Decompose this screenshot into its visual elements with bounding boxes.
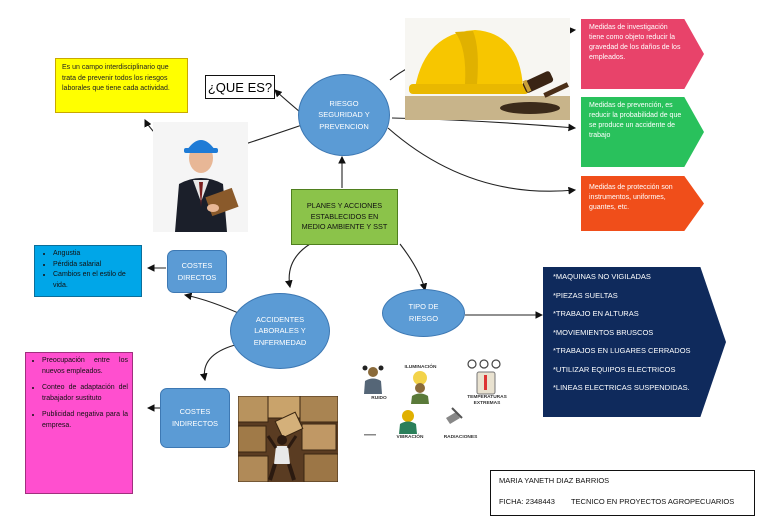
indirect-costs-node: COSTES INDIRECTOS	[160, 388, 230, 448]
risk-type-list: *MAQUINAS NO VIGILADAS *PIEZAS SUELTAS *…	[543, 267, 726, 417]
risk-item: *UTILIZAR EQUIPOS ELECTRICOS	[553, 364, 676, 374]
direct-cost-item: Pérdida salarial	[53, 260, 137, 271]
accidents-label: ACCIDENTES LABORALES Y ENFERMEDAD	[253, 314, 307, 347]
risk-item: *MAQUINAS NO VIGILADAS	[553, 272, 651, 281]
risk-item: *TRABAJO EN ALTURAS	[553, 309, 639, 318]
indirect-costs-list: Preocupación entre los nuevos empleados.…	[25, 352, 133, 494]
author-ficha: FICHA: 2348443	[499, 497, 555, 506]
indirect-cost-item: Conteo de adaptación del trabajador sust…	[42, 383, 128, 404]
risk-icon-temperaturas-label: TEMPERATURAS EXTREMAS	[467, 395, 507, 406]
direct-costs-node: COSTES DIRECTOS	[167, 250, 227, 293]
risk-item: *PIEZAS SUELTAS	[553, 290, 618, 300]
center-label: RIESGO SEGURIDAD Y PREVENCION	[318, 98, 370, 131]
author-program: TECNICO EN PROYECTOS AGROPECUARIOS	[570, 497, 735, 506]
indirect-costs-label: COSTES INDIRECTOS	[171, 407, 219, 428]
measure-protection-text: Medidas de protección son instrumentos, …	[589, 184, 673, 212]
measure-investigation-text: Medidas de investigación tiene como obje…	[589, 24, 681, 62]
accidents-node: ACCIDENTES LABORALES Y ENFERMEDAD	[230, 293, 330, 369]
definition-box: Es un campo interdisciplinario que trata…	[55, 58, 188, 113]
businessman-image	[153, 122, 248, 232]
plans-box: PLANES Y ACCIONES ESTABLECIDOS EN MEDIO …	[291, 189, 398, 245]
risk-icon-vibracion-label: VIBRACIÓN	[396, 435, 424, 440]
measure-prevention: Medidas de prevención, es reducir la pro…	[581, 97, 704, 167]
risk-item: *LINEAS ELECTRICAS SUSPENDIDAS.	[553, 383, 690, 392]
helmet-gavel-image	[405, 18, 570, 120]
indirect-cost-item: Preocupación entre los nuevos empleados.	[42, 356, 128, 377]
risk-icon-iluminacion-label: ILUMINACIÓN	[404, 365, 437, 370]
risk-icon-ruido-label: RUIDO	[371, 396, 387, 401]
risk-item: *TRABAJOS EN LUGARES CERRADOS	[553, 346, 691, 355]
direct-costs-list: Angustia Pérdida salarial Cambios en el …	[34, 245, 142, 297]
plans-label: PLANES Y ACCIONES ESTABLECIDOS EN MEDIO …	[301, 201, 388, 232]
risk-type-node: TIPO DE RIESGO	[382, 289, 465, 337]
falling-boxes-image	[238, 396, 338, 482]
question-label: ¿QUE ES?	[207, 79, 273, 95]
risk-icon-radiaciones-label: RADIACIONES	[443, 435, 478, 440]
direct-cost-item: Cambios en el estilo de vida.	[53, 270, 137, 291]
question-box: ¿QUE ES?	[205, 75, 275, 99]
measure-protection: Medidas de protección son instrumentos, …	[581, 176, 704, 231]
risk-type-label: TIPO DE RIESGO	[408, 302, 439, 323]
direct-cost-item: Angustia	[53, 249, 137, 260]
risk-icons-panel: RUIDO ILUMINACIÓN TEMPERATURAS EXTREMAS …	[360, 356, 510, 446]
author-box: MARIA YANETH DIAZ BARRIOS FICHA: 2348443…	[490, 470, 755, 516]
author-name: MARIA YANETH DIAZ BARRIOS	[499, 476, 610, 485]
measure-prevention-text: Medidas de prevención, es reducir la pro…	[589, 102, 682, 140]
direct-costs-label: COSTES DIRECTOS	[177, 260, 217, 282]
measure-investigation: Medidas de investigación tiene como obje…	[581, 19, 704, 89]
center-node: RIESGO SEGURIDAD Y PREVENCION	[298, 74, 390, 156]
definition-text: Es un campo interdisciplinario que trata…	[62, 64, 170, 92]
indirect-cost-item: Publicidad negativa para la empresa.	[42, 410, 128, 431]
risk-item: *MOVIEMIENTOS BRUSCOS	[553, 327, 654, 337]
